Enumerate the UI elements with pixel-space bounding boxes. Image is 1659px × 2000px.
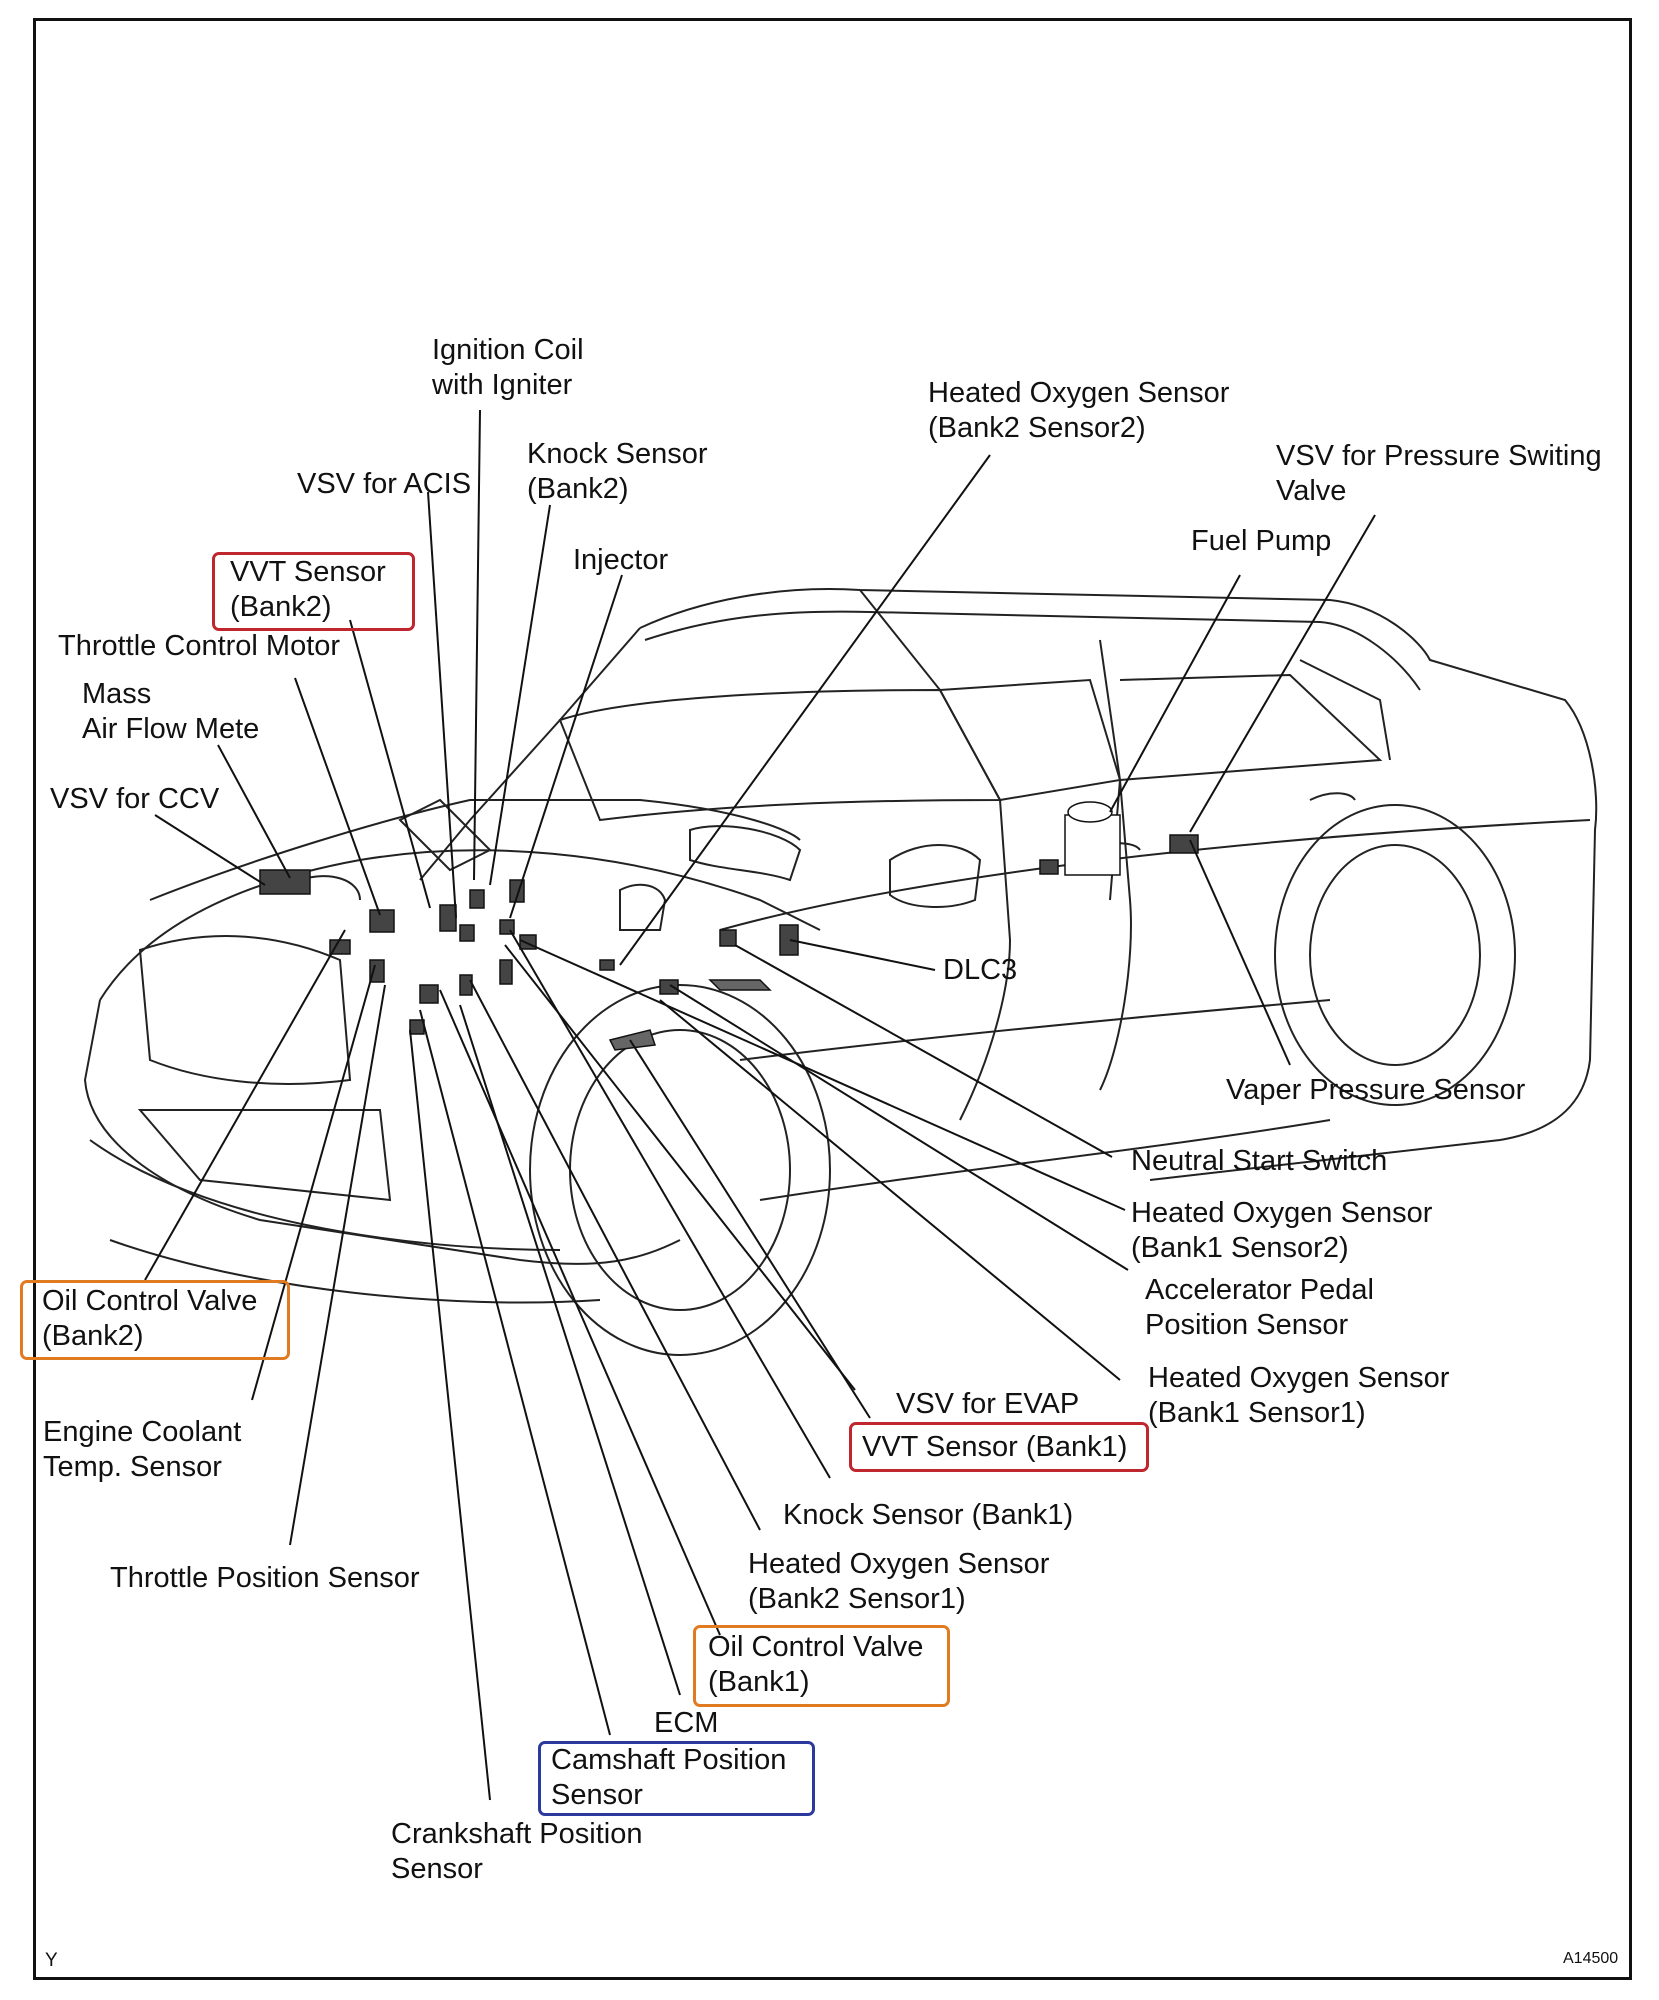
vvt-bank2-highlight [212, 552, 415, 631]
component-parts [259, 801, 1199, 1051]
diagram-frame [33, 18, 1632, 1980]
label-knock-sensor-bank1: Knock Sensor (Bank1) [783, 1499, 1074, 1531]
footer-figure-number: A14500 [1563, 1950, 1619, 1967]
label-neutral-start-switch: Neutral Start Switch [1131, 1145, 1388, 1177]
label-vsv-ccv: VSV for CCV [50, 783, 220, 815]
label-ho2-bank1-sensor1: Heated Oxygen Sensor(Bank1 Sensor1) [1148, 1362, 1450, 1429]
ocv-bank2-highlight [20, 1280, 290, 1360]
label-throttle-position-sensor: Throttle Position Sensor [110, 1562, 420, 1594]
label-vvt-sensor-bank2: VVT Sensor(Bank2) [230, 556, 386, 623]
label-vsv-acis: VSV for ACIS [297, 468, 472, 500]
ocv-bank1-highlight [693, 1625, 950, 1707]
label-vvt-sensor-bank1: VVT Sensor (Bank1) [862, 1431, 1128, 1463]
vvt-bank1-highlight [849, 1422, 1149, 1472]
label-throttle-control-motor: Throttle Control Motor [58, 630, 341, 662]
label-ocv-bank2: Oil Control Valve(Bank2) [42, 1285, 258, 1352]
label-ho2-bank1-sensor2: Heated Oxygen Sensor(Bank1 Sensor2) [1131, 1197, 1433, 1264]
label-vsv-evap: VSV for EVAP [896, 1388, 1080, 1420]
label-knock-sensor-bank2: Knock Sensor(Bank2) [527, 438, 708, 505]
footer-left-code: Y [45, 1950, 58, 1971]
label-fuel-pump: Fuel Pump [1191, 525, 1332, 557]
label-dlc3: DLC3 [943, 954, 1018, 986]
label-ecm: ECM [654, 1707, 719, 1739]
label-injector: Injector [573, 544, 669, 576]
cam-pos-highlight [538, 1741, 815, 1816]
leader-lines [144, 409, 1376, 1801]
label-ho2-bank2-sensor2: Heated Oxygen Sensor(Bank2 Sensor2) [928, 377, 1230, 444]
label-ho2-bank2-sensor1: Heated Oxygen Sensor(Bank2 Sensor1) [748, 1548, 1050, 1615]
label-ocv-bank1: Oil Control Valve(Bank1) [708, 1631, 924, 1698]
label-vapor-pressure-sensor: Vaper Pressure Sensor [1226, 1074, 1526, 1106]
